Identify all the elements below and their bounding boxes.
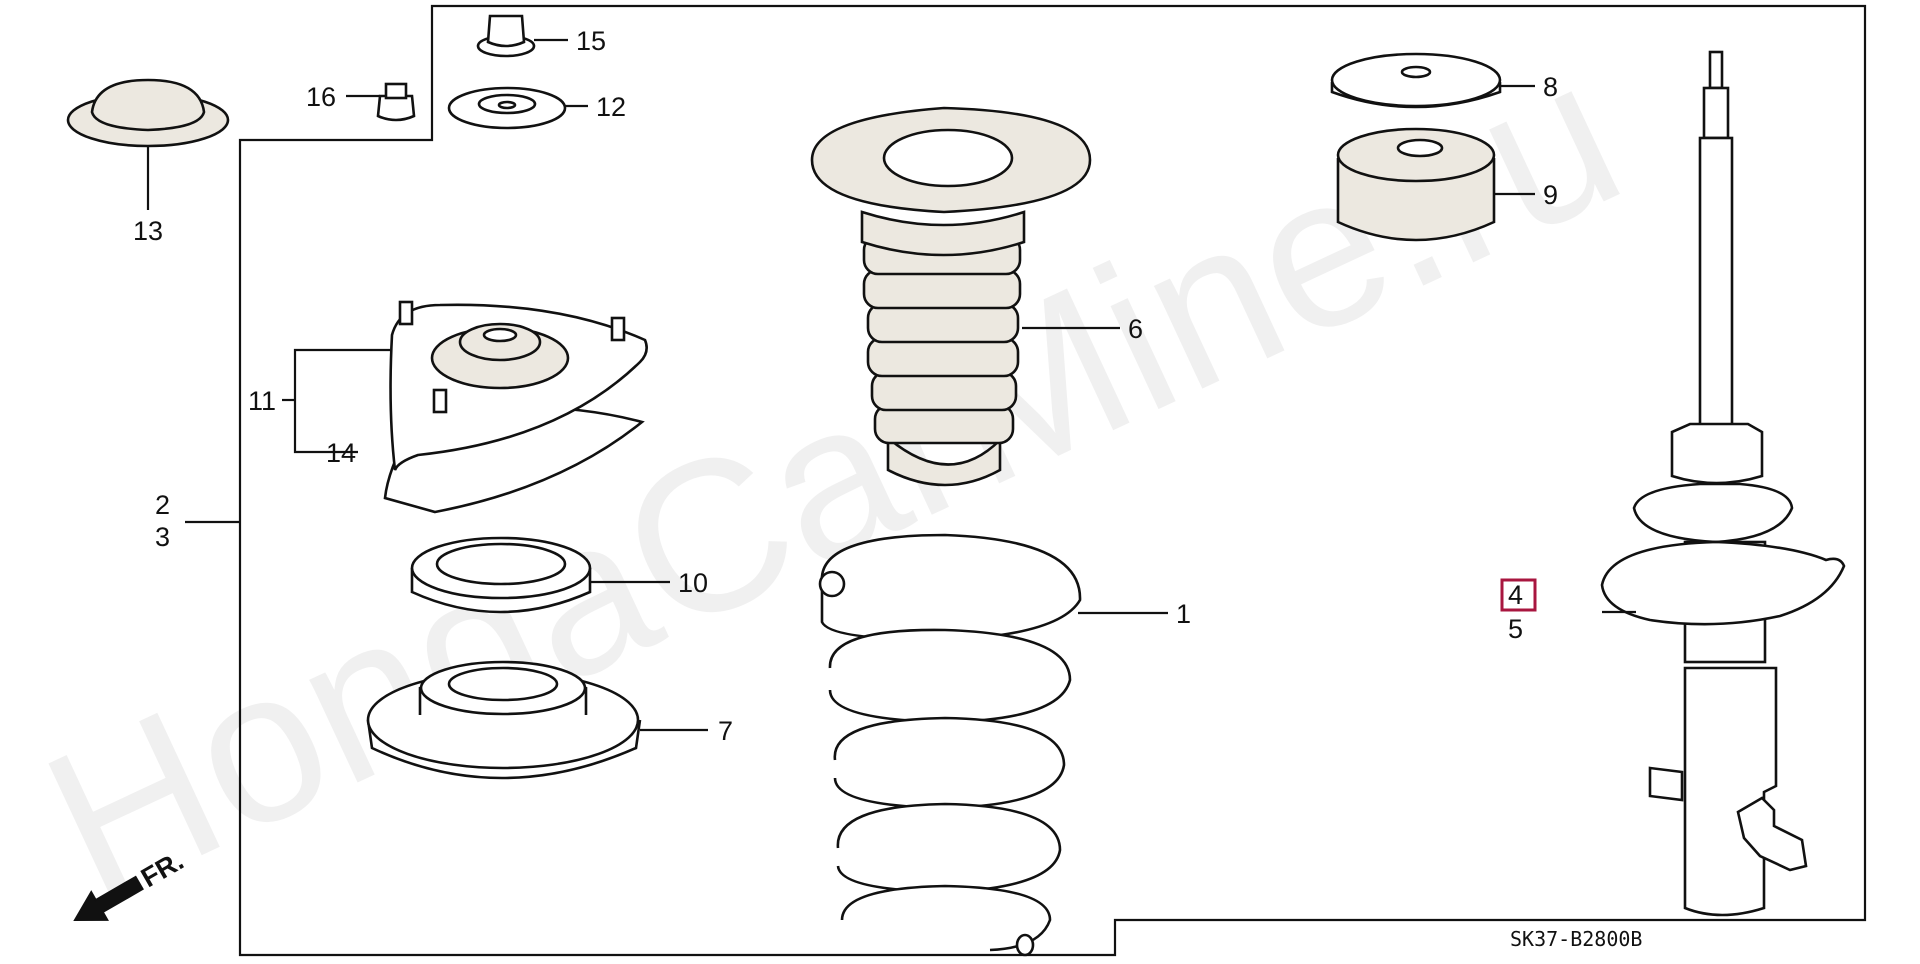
callout-9: 9 [1543,180,1558,210]
callout-4: 4 [1508,580,1523,610]
part-10-bearing[interactable] [410,536,592,614]
callout-3: 3 [155,522,170,552]
part-8-washer[interactable] [1330,52,1502,109]
callout-2: 2 [155,490,170,520]
callout-12: 12 [596,92,626,122]
part-11-strut-mount[interactable] [383,300,648,514]
part-1-coil-spring[interactable] [818,533,1082,957]
part-16-nut[interactable] [376,82,416,122]
highlight-box-4 [1500,578,1537,612]
callout-6: 6 [1128,314,1143,344]
part-6-dust-boot[interactable] [810,106,1092,487]
callout-16: 16 [306,82,336,112]
part-4-shock-absorber[interactable] [1600,50,1846,917]
callout-10: 10 [678,568,708,598]
part-7-spring-seat[interactable] [366,660,642,780]
callout-13: 13 [133,216,163,246]
callout-8: 8 [1543,72,1558,102]
callout-5: 5 [1508,614,1523,644]
assembly-boundary [238,4,1867,957]
part-9-bump-stop[interactable] [1336,127,1496,242]
diagram-code: SK37-B2800B [1510,927,1642,951]
part-13-cap[interactable] [66,78,230,148]
part-15-nut[interactable] [476,14,536,58]
part-12-washer[interactable] [447,86,567,130]
callout-7: 7 [718,716,733,746]
callout-15: 15 [576,26,606,56]
callout-11: 11 [248,386,276,416]
callout-1: 1 [1176,599,1191,629]
front-direction-arrow [73,875,144,922]
callout-14: 14 [326,438,356,468]
